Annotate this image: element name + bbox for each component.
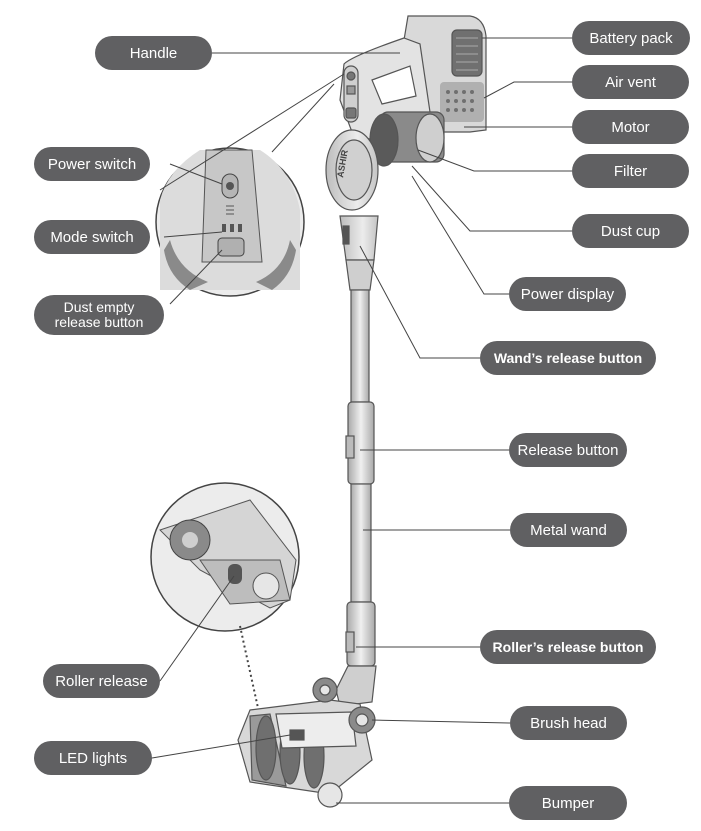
label-handle: Handle (95, 36, 212, 70)
vacuum-device (237, 15, 487, 808)
air-vent-grille (440, 82, 484, 122)
label-dust-empty-line1: Dust empty (63, 299, 135, 315)
callout-connectors (159, 73, 345, 709)
label-dust-empty-line2: release button (54, 314, 144, 330)
body-brand-text: ASHIR (335, 149, 350, 179)
label-battery-pack: Battery pack (572, 21, 690, 55)
label-mode-switch: Mode switch (34, 220, 150, 254)
label-brush-head: Brush head (510, 706, 627, 740)
label-air-vent: Air vent (572, 65, 689, 99)
controls-callout (155, 147, 305, 297)
label-roller-release: Roller release (43, 664, 160, 698)
label-dust-cup: Dust cup (572, 214, 689, 248)
label-power-display: Power display (509, 277, 626, 311)
label-bumper: Bumper (509, 786, 627, 820)
leader-lines (151, 37, 572, 804)
label-rollers-release-button: Roller’s release button (480, 630, 656, 664)
label-dust-empty-release-button: Dust empty release button (34, 295, 164, 335)
label-wands-release-button: Wand’s release button (480, 341, 656, 375)
roller-callout (150, 482, 300, 632)
label-release-button: Release button (509, 433, 627, 467)
label-filter: Filter (572, 154, 689, 188)
label-motor: Motor (572, 110, 689, 144)
label-led-lights: LED lights (34, 741, 152, 775)
label-power-switch: Power switch (34, 147, 150, 181)
label-metal-wand: Metal wand (510, 513, 627, 547)
